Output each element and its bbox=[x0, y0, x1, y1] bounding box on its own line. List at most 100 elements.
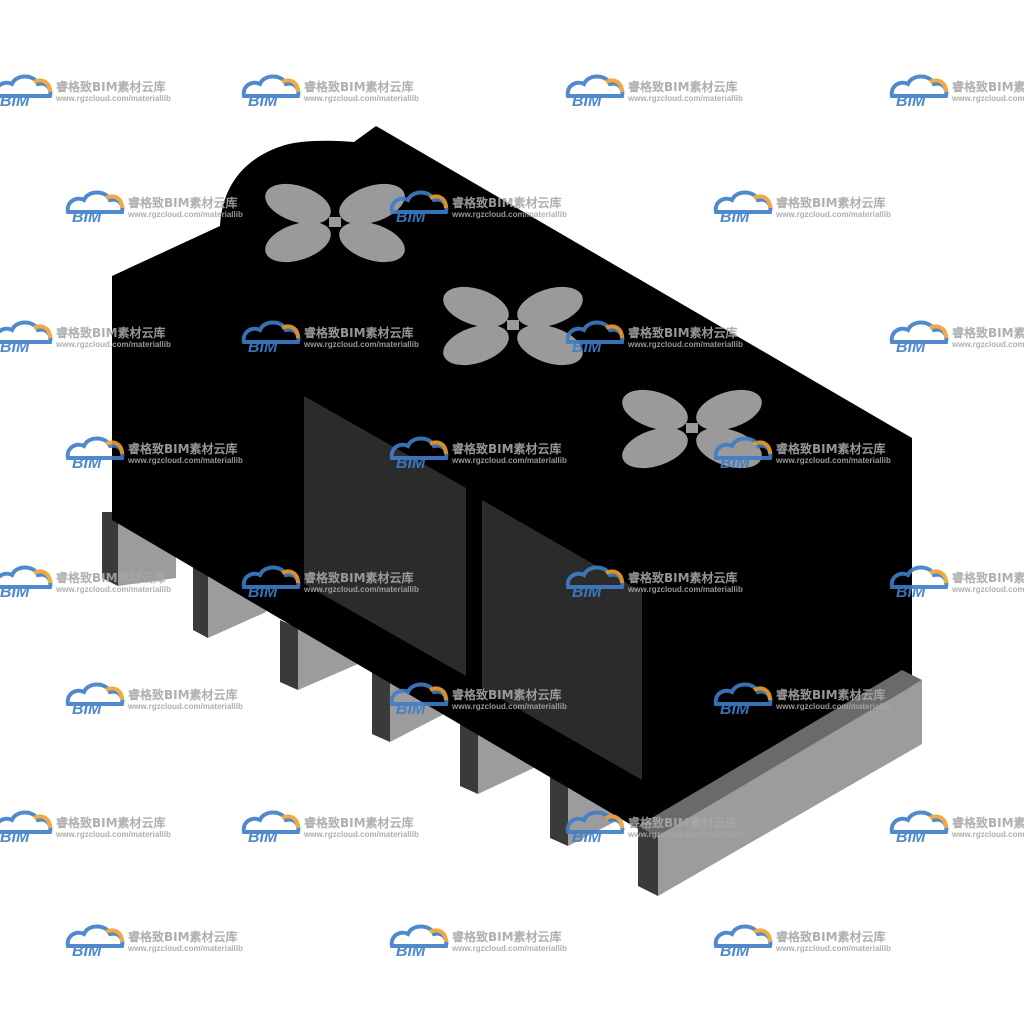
bim-watermark: BIM 睿格致BIM素材云库 www.rgzcloud.com/material… bbox=[386, 434, 586, 474]
svg-text:BIM: BIM bbox=[72, 455, 102, 472]
svg-text:BIM: BIM bbox=[720, 455, 750, 472]
bim-cloud-logo-icon: BIM bbox=[241, 810, 301, 846]
bim-cloud-logo-icon: BIM bbox=[713, 190, 773, 226]
fan-hub bbox=[686, 423, 698, 433]
bim-cloud-logo-icon: BIM bbox=[0, 320, 53, 356]
bim-cloud-logo-icon: BIM bbox=[565, 810, 625, 846]
fan-hub bbox=[507, 320, 519, 330]
watermark-url: www.rgzcloud.com/materiallib bbox=[776, 944, 891, 953]
svg-text:BIM: BIM bbox=[248, 829, 278, 846]
watermark-url: www.rgzcloud.com/materiallib bbox=[776, 702, 891, 711]
bim-cloud-logo-icon: BIM bbox=[565, 74, 625, 110]
support-legs bbox=[102, 512, 626, 846]
svg-text:BIM: BIM bbox=[248, 93, 278, 110]
bim-cloud-logo-icon: BIM bbox=[713, 436, 773, 472]
leg bbox=[460, 722, 478, 794]
svg-text:BIM: BIM bbox=[248, 339, 278, 356]
svg-text:BIM: BIM bbox=[248, 584, 278, 601]
leg bbox=[550, 772, 568, 846]
watermark-url: www.rgzcloud.com/materiallib bbox=[952, 585, 1024, 594]
unit-body bbox=[112, 126, 912, 830]
watermark-url: www.rgzcloud.com/materiallib bbox=[304, 340, 419, 349]
bim-watermark: BIM 睿格致BIM素材云库 www.rgzcloud.com/material… bbox=[710, 680, 910, 720]
svg-text:BIM: BIM bbox=[896, 584, 926, 601]
svg-text:BIM: BIM bbox=[0, 93, 30, 110]
svg-text:BIM: BIM bbox=[572, 584, 602, 601]
fan-blade bbox=[339, 183, 405, 225]
svg-text:BIM: BIM bbox=[896, 339, 926, 356]
watermark-url: www.rgzcloud.com/materiallib bbox=[952, 340, 1024, 349]
fan-blade bbox=[339, 221, 405, 263]
fan-blade bbox=[265, 221, 331, 263]
bim-cloud-logo-icon: BIM bbox=[889, 74, 949, 110]
watermark-title: 睿格致BIM素材云库 bbox=[56, 326, 166, 340]
bim-watermark: BIM 睿格致BIM素材云库 www.rgzcloud.com/material… bbox=[562, 318, 762, 358]
bim-watermark: BIM 睿格致BIM素材云库 www.rgzcloud.com/material… bbox=[0, 72, 190, 112]
watermark-title: 睿格致BIM素材云库 bbox=[952, 816, 1024, 830]
fan-blade bbox=[622, 389, 688, 431]
bim-watermark: BIM 睿格致BIM素材云库 www.rgzcloud.com/material… bbox=[562, 808, 762, 848]
watermark-title: 睿格致BIM素材云库 bbox=[128, 688, 238, 702]
bim-watermark: BIM 睿格致BIM素材云库 www.rgzcloud.com/material… bbox=[386, 188, 586, 228]
watermark-url: www.rgzcloud.com/materiallib bbox=[776, 210, 891, 219]
bim-watermark: BIM 睿格致BIM素材云库 www.rgzcloud.com/material… bbox=[0, 808, 190, 848]
bim-cloud-logo-icon: BIM bbox=[389, 682, 449, 718]
watermark-url: www.rgzcloud.com/materiallib bbox=[56, 340, 171, 349]
watermark-url: www.rgzcloud.com/materiallib bbox=[56, 94, 171, 103]
bim-cloud-logo-icon: BIM bbox=[889, 810, 949, 846]
bim-cloud-logo-icon: BIM bbox=[241, 565, 301, 601]
svg-text:BIM: BIM bbox=[396, 943, 426, 960]
bim-cloud-logo-icon: BIM bbox=[65, 924, 125, 960]
svg-text:BIM: BIM bbox=[72, 943, 102, 960]
bim-watermark: BIM 睿格致BIM素材云库 www.rgzcloud.com/material… bbox=[238, 808, 438, 848]
watermark-title: 睿格致BIM素材云库 bbox=[952, 571, 1024, 585]
svg-text:BIM: BIM bbox=[72, 701, 102, 718]
fan-blade bbox=[443, 286, 509, 328]
bim-watermark: BIM 睿格致BIM素材云库 www.rgzcloud.com/material… bbox=[62, 922, 262, 962]
svg-text:BIM: BIM bbox=[572, 829, 602, 846]
watermark-title: 睿格致BIM素材云库 bbox=[304, 80, 414, 94]
watermark-url: www.rgzcloud.com/materiallib bbox=[628, 585, 743, 594]
bim-cloud-logo-icon: BIM bbox=[0, 74, 53, 110]
watermark-title: 睿格致BIM素材云库 bbox=[452, 930, 562, 944]
bim-watermark: BIM 睿格致BIM素材云库 www.rgzcloud.com/material… bbox=[886, 808, 1024, 848]
bim-watermark: BIM 睿格致BIM素材云库 www.rgzcloud.com/material… bbox=[886, 72, 1024, 112]
watermark-title: 睿格致BIM素材云库 bbox=[776, 196, 886, 210]
bim-watermark: BIM 睿格致BIM素材云库 www.rgzcloud.com/material… bbox=[62, 188, 262, 228]
bim-cloud-logo-icon: BIM bbox=[65, 682, 125, 718]
leg bbox=[193, 565, 208, 638]
svg-text:BIM: BIM bbox=[720, 943, 750, 960]
leg bbox=[208, 572, 266, 638]
fan-icon bbox=[622, 389, 762, 469]
bim-watermark: BIM 睿格致BIM素材云库 www.rgzcloud.com/material… bbox=[386, 680, 586, 720]
bim-watermark: BIM 睿格致BIM素材云库 www.rgzcloud.com/material… bbox=[710, 188, 910, 228]
watermark-title: 睿格致BIM素材云库 bbox=[628, 571, 738, 585]
watermark-url: www.rgzcloud.com/materiallib bbox=[776, 456, 891, 465]
watermark-url: www.rgzcloud.com/materiallib bbox=[628, 830, 743, 839]
bim-watermark: BIM 睿格致BIM素材云库 www.rgzcloud.com/material… bbox=[562, 563, 762, 603]
watermark-url: www.rgzcloud.com/materiallib bbox=[952, 830, 1024, 839]
bim-cloud-logo-icon: BIM bbox=[65, 436, 125, 472]
bim-watermark: BIM 睿格致BIM素材云库 www.rgzcloud.com/material… bbox=[0, 318, 190, 358]
bim-watermark: BIM 睿格致BIM素材云库 www.rgzcloud.com/material… bbox=[386, 922, 586, 962]
watermark-url: www.rgzcloud.com/materiallib bbox=[128, 456, 243, 465]
watermark-title: 睿格致BIM素材云库 bbox=[56, 571, 166, 585]
svg-text:BIM: BIM bbox=[72, 209, 102, 226]
svg-text:BIM: BIM bbox=[572, 339, 602, 356]
watermark-url: www.rgzcloud.com/materiallib bbox=[952, 94, 1024, 103]
watermark-title: 睿格致BIM素材云库 bbox=[304, 816, 414, 830]
fan-icon bbox=[443, 286, 583, 366]
bim-cloud-logo-icon: BIM bbox=[0, 565, 53, 601]
watermark-url: www.rgzcloud.com/materiallib bbox=[304, 830, 419, 839]
watermark-title: 睿格致BIM素材云库 bbox=[628, 80, 738, 94]
watermark-title: 睿格致BIM素材云库 bbox=[452, 442, 562, 456]
bim-cloud-logo-icon: BIM bbox=[889, 565, 949, 601]
watermark-title: 睿格致BIM素材云库 bbox=[776, 442, 886, 456]
watermark-url: www.rgzcloud.com/materiallib bbox=[452, 944, 567, 953]
bim-watermark: BIM 睿格致BIM素材云库 www.rgzcloud.com/material… bbox=[0, 563, 190, 603]
svg-text:BIM: BIM bbox=[396, 701, 426, 718]
watermark-url: www.rgzcloud.com/materiallib bbox=[128, 702, 243, 711]
svg-text:BIM: BIM bbox=[896, 93, 926, 110]
watermark-title: 睿格致BIM素材云库 bbox=[56, 816, 166, 830]
